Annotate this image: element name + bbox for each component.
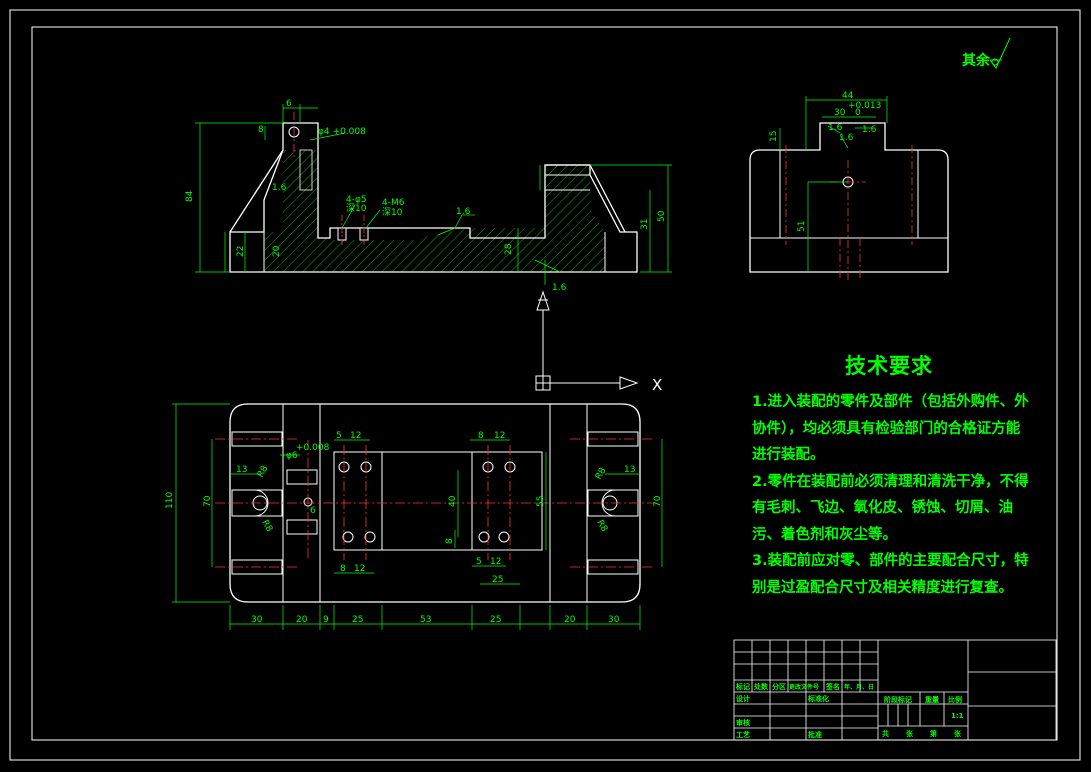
pv-top-12-right: 12 — [494, 431, 505, 441]
pv-bot-12-left: 12 — [354, 564, 365, 574]
pv-dim-55: 55 — [536, 496, 546, 507]
pv-dim-8-vert: 8 — [445, 538, 455, 544]
pv-dim-6: 6 — [310, 506, 316, 516]
pv-dim-70-right: 70 — [653, 495, 663, 507]
pv-phi6: φ6 — [286, 451, 298, 461]
roughness-note: 其余 — [962, 53, 990, 69]
fv-hole-note: φ4 +0.008 — [318, 127, 366, 137]
pv-top-8: 8 — [478, 431, 484, 441]
pv-top-5: 5 — [336, 431, 342, 441]
pv-dim-13-right: 13 — [624, 465, 635, 475]
tb-scale-value: 1:1 — [951, 712, 964, 720]
sv-dim-44: 44 — [842, 91, 854, 101]
fv-dim-84: 84 — [185, 190, 195, 202]
sv-rough-3: 1.6 — [862, 125, 877, 135]
tb-rev-zone: 分区 — [772, 683, 786, 691]
tb-approve: 批准 — [808, 731, 822, 739]
pv-top-12-left: 12 — [350, 431, 361, 441]
fv-dim-6: 6 — [286, 99, 292, 109]
tb-design: 设计 — [736, 695, 750, 703]
pv-chain-9: 9 — [323, 615, 329, 625]
fv-holes-depth: 深10 — [346, 203, 367, 214]
plan-view: 110 70 13 R8 R8 φ6 6 +0.008 70 13 R8 R8 … — [165, 403, 663, 630]
pv-r8-left-2: R8 — [259, 519, 274, 535]
sv-tol-lower: 0 — [855, 108, 861, 118]
tech-requirements-body: 1.进入装配的零件及部件（包括外购件、外协件），均必须具有检验部门的合格证方能进… — [752, 389, 1030, 601]
pv-chain-25-right: 25 — [490, 615, 501, 625]
sv-rough-1: 1.6 — [828, 123, 843, 133]
pv-dim-110: 110 — [165, 492, 175, 509]
pv-r8-left-1: R8 — [256, 464, 271, 480]
tb-weight: 重量 — [925, 696, 939, 704]
tb-sheets: 共 — [882, 730, 889, 738]
fv-dim-31: 31 — [640, 219, 650, 230]
pv-dim-40: 40 — [448, 495, 458, 507]
fv-dim-8: 8 — [258, 125, 264, 135]
pv-chain-30-right: 30 — [608, 615, 620, 625]
front-view: 6 8 84 22 20 1.6 4-φ5 深10 4-M6 深10 1.6 2… — [185, 99, 672, 293]
fv-holes-m6: 4-M6 — [382, 198, 405, 208]
sv-dim-30: 30 — [834, 108, 846, 118]
pv-chain-30-left: 30 — [251, 615, 263, 625]
pv-bot-12-right: 12 — [490, 557, 501, 567]
fv-rough-1: 1.6 — [272, 183, 287, 193]
tech-requirement-2: 2.零件在装配前必须清理和清洗干净，不得有毛刺、飞边、氧化皮、锈蚀、切屑、油污、… — [752, 473, 1029, 543]
tb-rev-doc: 更改文件号 — [789, 684, 820, 691]
pv-dim-70-left: 70 — [203, 495, 213, 507]
tb-rev-sign: 签名 — [826, 683, 840, 691]
ucs-x-label: X — [652, 376, 662, 394]
fv-dim-50: 50 — [657, 210, 667, 222]
pv-dim-13-left: 13 — [236, 465, 247, 475]
fv-rough-3: 1.6 — [552, 283, 567, 293]
sv-dim-51: 51 — [797, 221, 807, 232]
pv-bot-5: 5 — [476, 557, 482, 567]
tb-sheets-unit: 张 — [906, 730, 913, 738]
pv-hole-note: +0.008 — [296, 443, 330, 453]
inner-frame — [31, 26, 1058, 741]
ucs-icon — [535, 290, 639, 391]
fv-dim-22: 22 — [236, 246, 246, 257]
fv-dim-28: 28 — [504, 243, 514, 255]
sv-dim-15: 15 — [769, 131, 779, 142]
fv-holes-phi5: 4-φ5 — [346, 195, 367, 205]
fv-dim-20: 20 — [272, 245, 282, 257]
pv-chain-20-right: 20 — [564, 615, 576, 625]
fv-rough-2: 1.6 — [456, 207, 471, 217]
tb-rev-mark: 标记 — [736, 683, 750, 691]
sv-rough-2: 1.6 — [839, 133, 854, 143]
roughness-symbol — [989, 37, 1011, 69]
tb-scale: 比例 — [948, 696, 962, 704]
tb-standardize: 标准化 — [808, 695, 829, 703]
pv-chain-25-left: 25 — [352, 615, 363, 625]
tech-requirement-1: 1.进入装配的零件及部件（包括外购件、外协件），均必须具有检验部门的合格证方能进… — [752, 394, 1029, 463]
tb-page: 第 — [930, 730, 937, 738]
pv-r8-right-2: R8 — [594, 519, 609, 535]
pv-bot-25: 25 — [492, 575, 503, 585]
tech-requirement-3: 3.装配前应对零、部件的主要配合尺寸，特别是过盈配合尺寸及相关精度进行复查。 — [752, 553, 1029, 596]
pv-chain-20-left: 20 — [296, 615, 308, 625]
outer-frame — [9, 9, 1081, 761]
tb-review: 审核 — [736, 719, 750, 727]
tb-rev-date: 年、月、日 — [844, 684, 875, 691]
sv-tol-upper: +0.013 — [848, 101, 881, 111]
tb-process: 工艺 — [736, 731, 750, 739]
title-block — [733, 639, 1057, 741]
pv-bot-8: 8 — [340, 564, 346, 574]
side-view: 44 +0.013 30 0 15 1.6 1.6 1.6 51 — [749, 91, 949, 280]
pv-r8-right-1: R8 — [594, 466, 609, 482]
tb-stage-mark: 阶段标记 — [884, 696, 912, 704]
tb-rev-count: 处数 — [754, 683, 768, 691]
pv-chain-53: 53 — [420, 615, 431, 625]
tech-requirements-title: 技术要求 — [845, 354, 933, 378]
tb-page-unit: 张 — [954, 730, 961, 738]
fv-holes-m6-depth: 深10 — [382, 207, 403, 218]
